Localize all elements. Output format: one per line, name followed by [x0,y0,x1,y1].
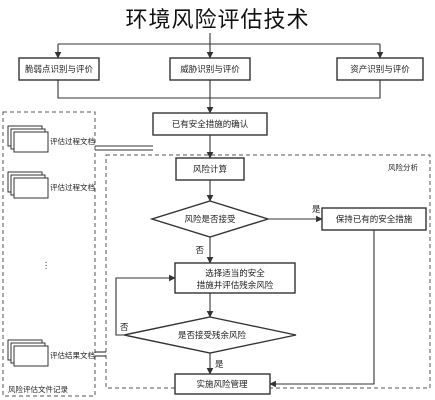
asset-box-label: 资产识别与评价 [350,64,410,75]
risk-analysis-label: 风险分析 [388,162,418,172]
document-record-container [2,111,96,397]
yes-label-1: 是 [312,205,321,215]
no-label-1: 否 [195,246,204,256]
residual-accept-label: 是否接受残余风险 [178,330,247,341]
doc-link-3 [95,351,106,357]
implement-label: 实施风险管理 [196,379,248,390]
existing-measures-label: 已有安全措施的确认 [172,119,249,130]
choose-measures-label-1: 选择适当的安全 [205,268,265,279]
ellipsis: ⋮ [42,261,51,271]
doc-stack-1 [7,125,49,153]
doc-label-2: 评估过程文档 [50,182,95,192]
no-label-2: 否 [120,323,129,333]
vulnerability-box-label: 脆弱点识别与评价 [25,64,94,75]
threat-box-label: 威胁识别与评价 [180,64,240,75]
converge-line [57,80,381,99]
yes-label-2: 是 [215,360,224,370]
keep-to-implement-line [269,230,375,388]
choose-measures-label-2: 措施并评估残余风险 [197,280,274,291]
keep-measures-label: 保持已有的安全措施 [336,214,413,225]
risk-calc-label: 风险计算 [193,164,228,175]
no-loop-line [115,274,176,336]
implement-box [174,373,271,395]
record-label: 风险评估文件记录 [8,384,68,394]
risk-analysis-container [105,154,431,389]
vulnerability-box [18,57,100,81]
doc-link-1 [95,145,153,151]
risk-accept-label: 风险是否接受 [184,214,236,225]
doc-stack-2 [7,171,49,199]
doc-stack-3 [7,339,49,367]
page-title: 环境风险评估技术 [125,8,310,33]
doc-label-3: 评估结果文档 [50,350,95,360]
doc-label-1: 评估过程文档 [50,136,95,146]
